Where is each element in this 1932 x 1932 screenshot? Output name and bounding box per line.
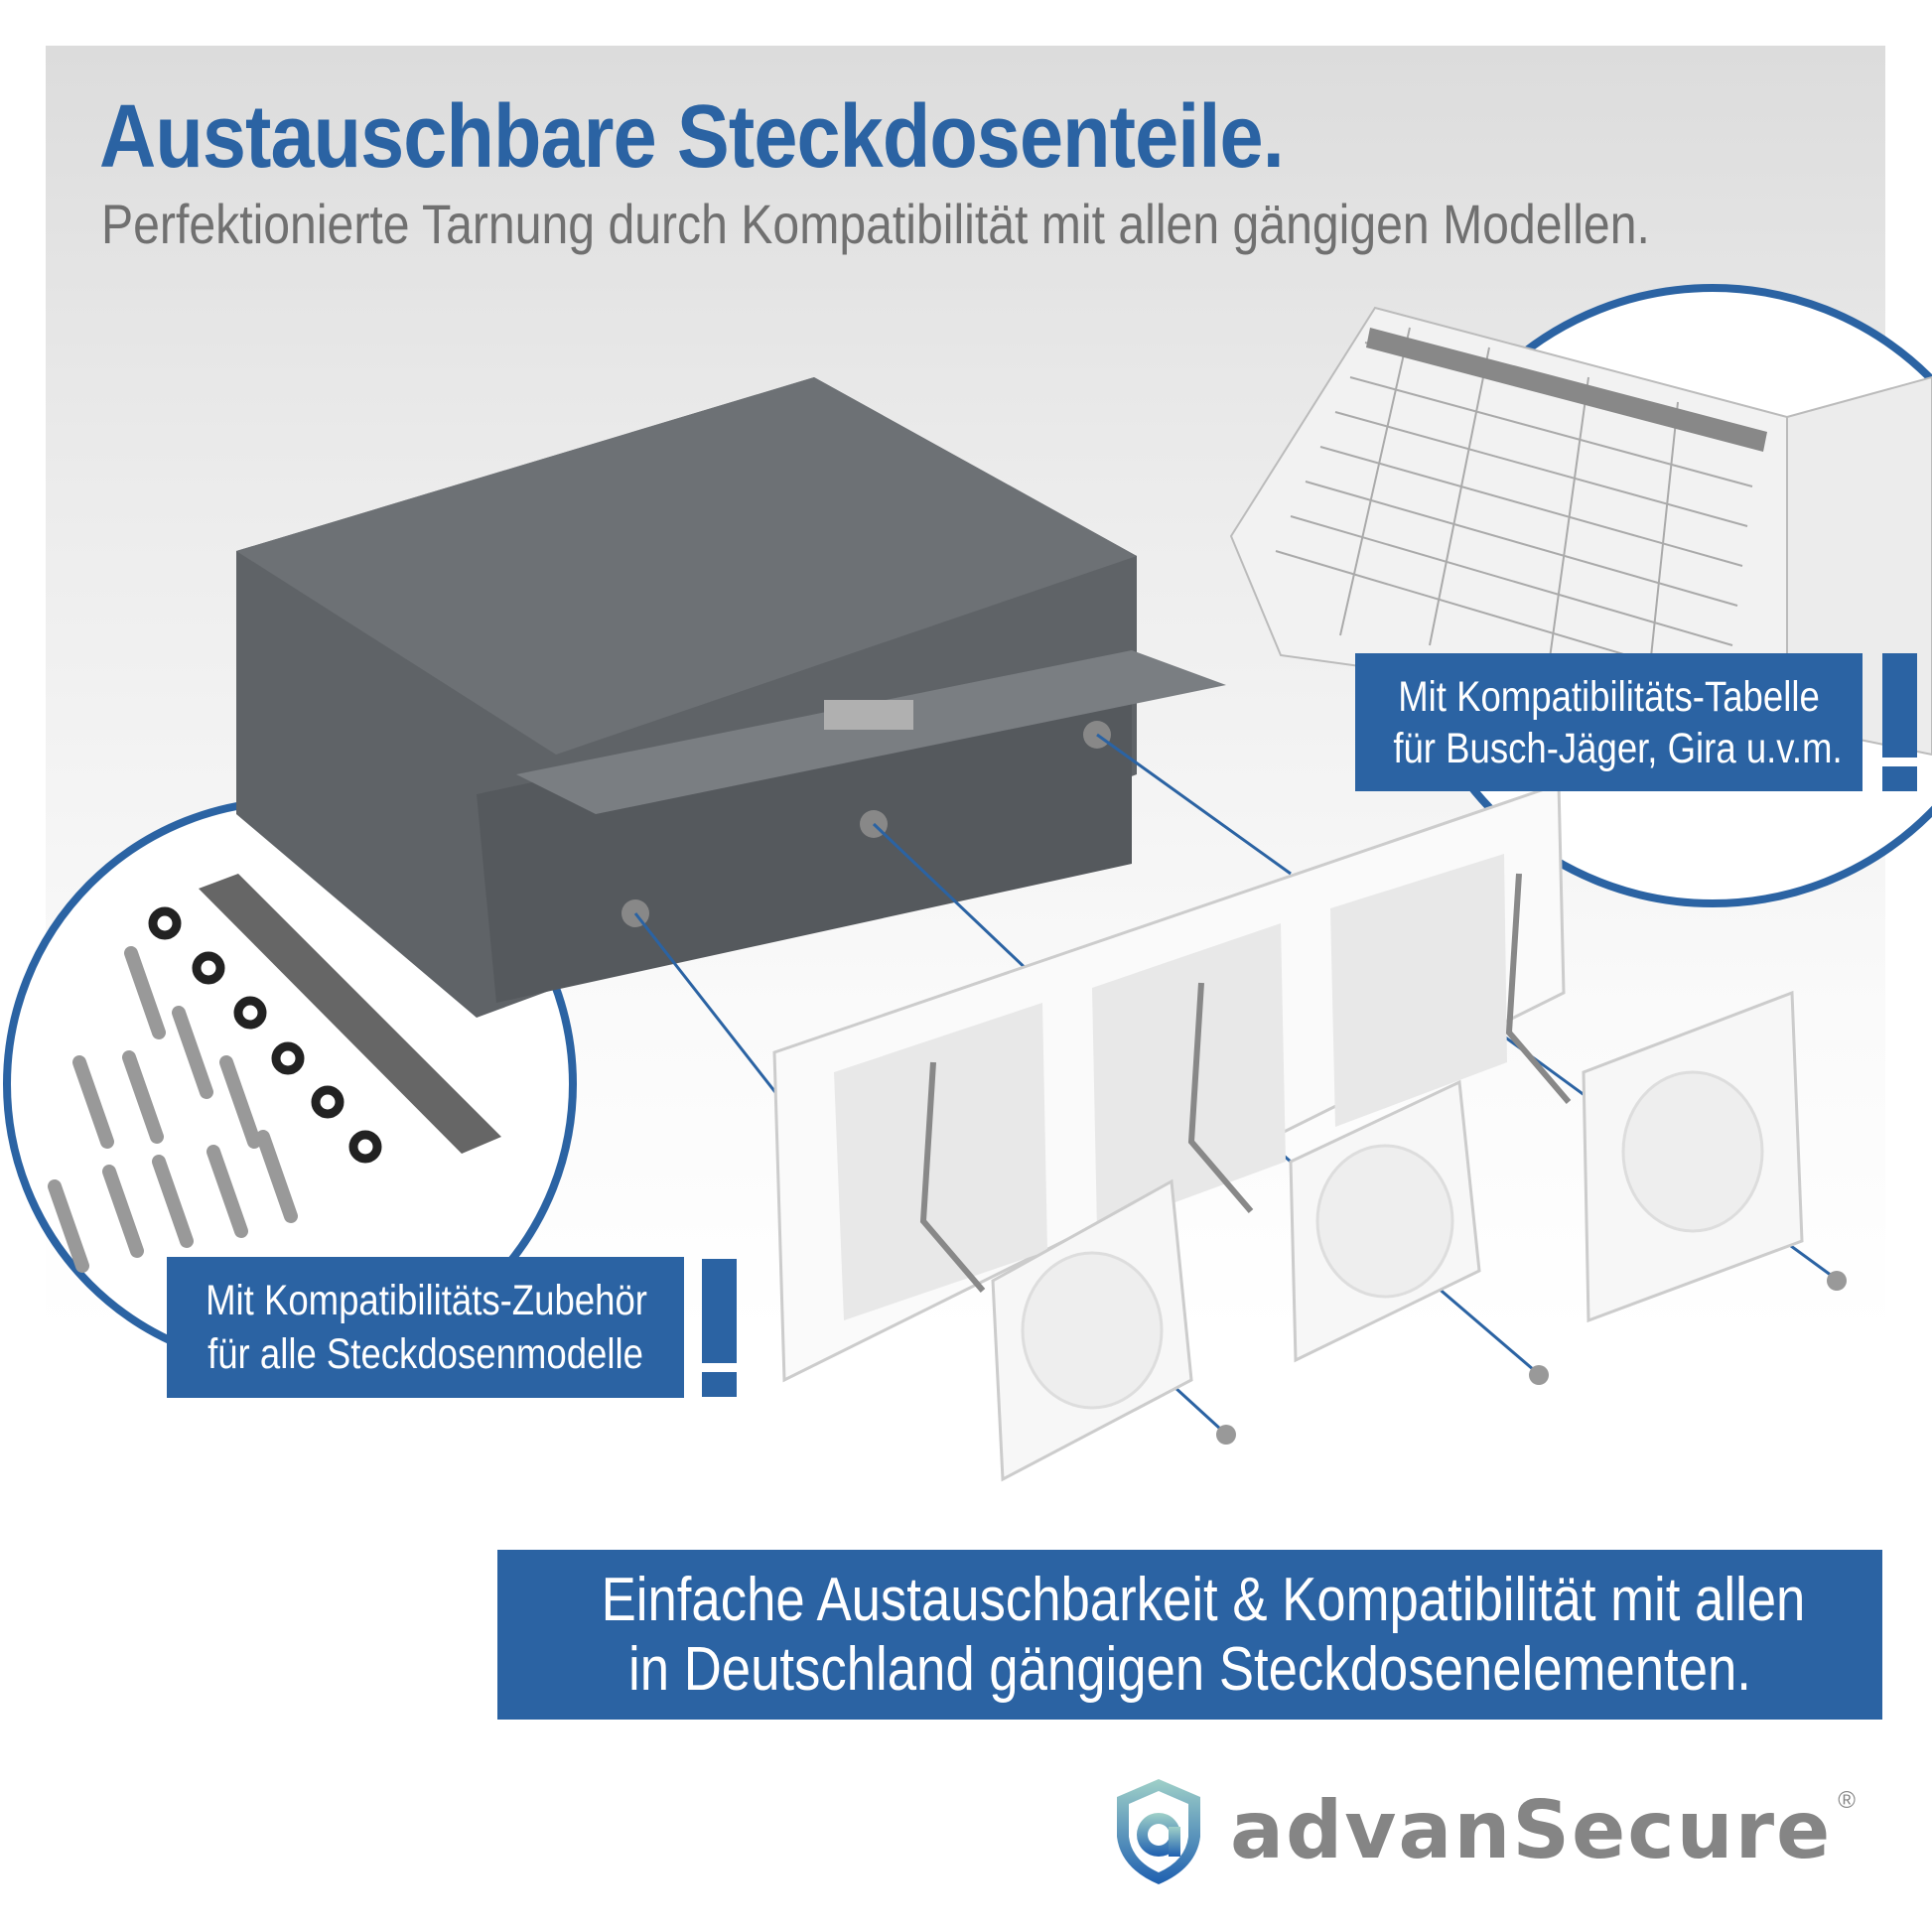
screws xyxy=(1216,1271,1847,1445)
brand-logo: advanSecure ® xyxy=(1109,1777,1903,1886)
exclamation-dot xyxy=(702,1372,737,1397)
mounting-clips xyxy=(919,873,1572,1293)
bottom-banner: Einfache Austauschbarkeit & Kompatibilit… xyxy=(497,1550,1882,1720)
callout-line: für alle Steckdosenmodelle xyxy=(207,1330,643,1378)
callout-line: Mit Kompatibilitäts-Tabelle xyxy=(1398,672,1820,721)
registered-mark: ® xyxy=(1838,1787,1856,1814)
triple-frame xyxy=(772,781,1566,1383)
page-subtitle: Perfektionierte Tarnung durch Kompatibil… xyxy=(101,193,1650,255)
callout-compatibility-table: Mit Kompatibilitäts-Tabelle für Busch-Jä… xyxy=(1355,653,1863,791)
booklet-detail-circle xyxy=(1229,284,1932,907)
banner-line: Einfache Austauschbarkeit & Kompatibilit… xyxy=(601,1565,1806,1634)
callout-line: Mit Kompatibilitäts-Zubehör xyxy=(206,1277,647,1324)
exclamation-icon xyxy=(1882,653,1917,758)
magnet xyxy=(824,700,913,730)
exclamation-dot xyxy=(1882,766,1917,791)
page-title: Austauschbare Steckdosenteile. xyxy=(99,87,1285,187)
foam-strip xyxy=(199,874,501,1154)
socket-housing xyxy=(236,377,1226,1018)
shield-a-icon xyxy=(1117,1779,1200,1884)
banner-line: in Deutschland gängigen Steckdosenelemen… xyxy=(628,1634,1751,1704)
socket-inserts xyxy=(991,990,1804,1482)
brand-wordmark: advanSecure ® xyxy=(1230,1785,1856,1876)
callout-accessories: Mit Kompatibilitäts-Zubehör für alle Ste… xyxy=(167,1257,684,1398)
brand-name: advanSecure xyxy=(1230,1784,1833,1876)
callout-line: für Busch-Jäger, Gira u.v.m. xyxy=(1393,724,1843,772)
exclamation-icon xyxy=(702,1259,737,1363)
